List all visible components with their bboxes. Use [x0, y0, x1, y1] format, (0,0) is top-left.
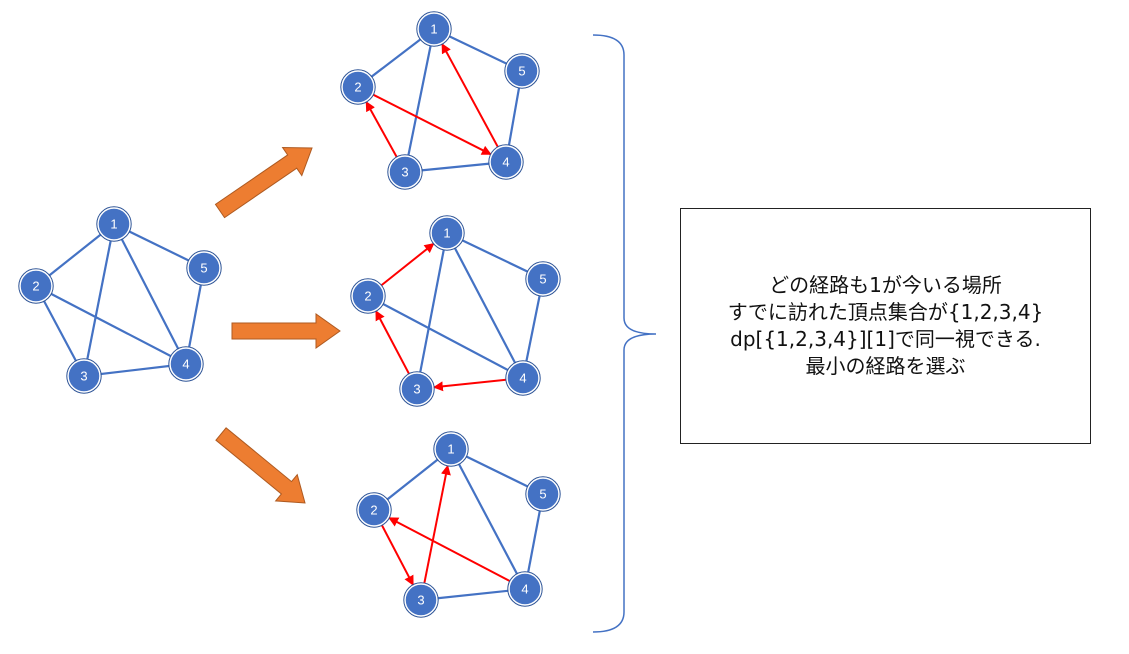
- note-line-2: すでに訪れた頂点集合が{1,2,3,4}: [727, 300, 1044, 324]
- node-3: 3: [399, 371, 435, 407]
- arrow-up-right: [214, 147, 313, 219]
- node-label: 2: [370, 503, 377, 518]
- edge-2-4: [367, 295, 524, 379]
- node-1: 1: [416, 11, 452, 47]
- edge-1-5: [446, 232, 544, 280]
- node-2: 2: [18, 268, 54, 304]
- edge-1-3: [403, 28, 436, 173]
- node-label: 5: [539, 272, 546, 287]
- node-label: 3: [80, 369, 87, 384]
- node-4: 4: [168, 346, 204, 382]
- graph-path-b: 1 2 3 4 5: [350, 215, 561, 407]
- arrow-down-right: [215, 427, 306, 504]
- node-1: 1: [96, 206, 132, 242]
- node-5: 5: [525, 261, 561, 297]
- node-5: 5: [504, 53, 540, 89]
- note-line-1: どの経路も1が今いる場所: [769, 273, 1002, 297]
- node-label: 4: [182, 357, 189, 372]
- graph-path-c: 1 2 3 4 5: [356, 431, 561, 618]
- node-label: 3: [413, 382, 420, 397]
- path-edge-4-to-3: [432, 378, 507, 392]
- right-brace: [592, 34, 657, 633]
- node-3: 3: [403, 582, 439, 618]
- node-2: 2: [340, 69, 376, 105]
- node-2: 2: [356, 492, 392, 528]
- graph-path-a: 1 2 3 4 5: [340, 11, 540, 190]
- path-edge-3-to-1: [423, 464, 451, 584]
- path-edge-4-to-1: [441, 43, 499, 148]
- node-label: 1: [430, 22, 437, 37]
- edge-1-4: [450, 448, 526, 590]
- node-3: 3: [66, 358, 102, 394]
- orange-arrows: [214, 147, 341, 504]
- node-label: 1: [443, 226, 450, 241]
- node-label: 1: [110, 217, 117, 232]
- node-label: 3: [417, 593, 424, 608]
- path-edge-2-to-3: [380, 524, 415, 586]
- path-edge-2-to-1: [380, 242, 435, 287]
- path-edge-3-to-2: [365, 101, 398, 158]
- graph-source: 1 2 3 4 5: [18, 206, 222, 394]
- graphs: 1 2 3 4 5 1 2 3 4 5 1 2 3 4 5 1 2 3 4 5: [18, 11, 561, 618]
- edge-1-4: [446, 232, 524, 379]
- node-4: 4: [507, 571, 543, 607]
- node-1: 1: [429, 215, 465, 251]
- arrow-right: [231, 313, 341, 349]
- path-edge-2-to-4: [372, 93, 492, 156]
- node-label: 4: [521, 582, 528, 597]
- node-label: 2: [364, 289, 371, 304]
- node-5: 5: [186, 250, 222, 286]
- explanation-box: どの経路も1が今いる場所 すでに訪れた頂点集合が{1,2,3,4} dp[{1,…: [680, 208, 1091, 444]
- edge-1-3: [82, 223, 116, 377]
- node-4: 4: [488, 144, 524, 180]
- edge-1-4: [113, 223, 187, 365]
- note-line-3: dp[{1,2,3,4}][1]で同一視できる.: [730, 327, 1041, 351]
- path-edge-3-to-2: [375, 310, 410, 375]
- path-edge-4-to-2: [388, 516, 511, 583]
- node-label: 4: [519, 371, 526, 386]
- node-label: 4: [502, 155, 509, 170]
- node-2: 2: [350, 278, 386, 314]
- node-label: 2: [32, 279, 39, 294]
- node-1: 1: [433, 431, 469, 467]
- node-5: 5: [525, 476, 561, 512]
- node-4: 4: [505, 360, 541, 396]
- node-label: 5: [539, 487, 546, 502]
- node-3: 3: [387, 154, 423, 190]
- node-label: 5: [200, 261, 207, 276]
- node-label: 5: [518, 64, 525, 79]
- node-label: 3: [401, 165, 408, 180]
- node-label: 1: [447, 442, 454, 457]
- node-label: 2: [354, 80, 361, 95]
- edge-2-4: [35, 285, 187, 365]
- note-line-4: 最小の経路を選ぶ: [805, 354, 966, 378]
- edge-1-3: [415, 232, 449, 390]
